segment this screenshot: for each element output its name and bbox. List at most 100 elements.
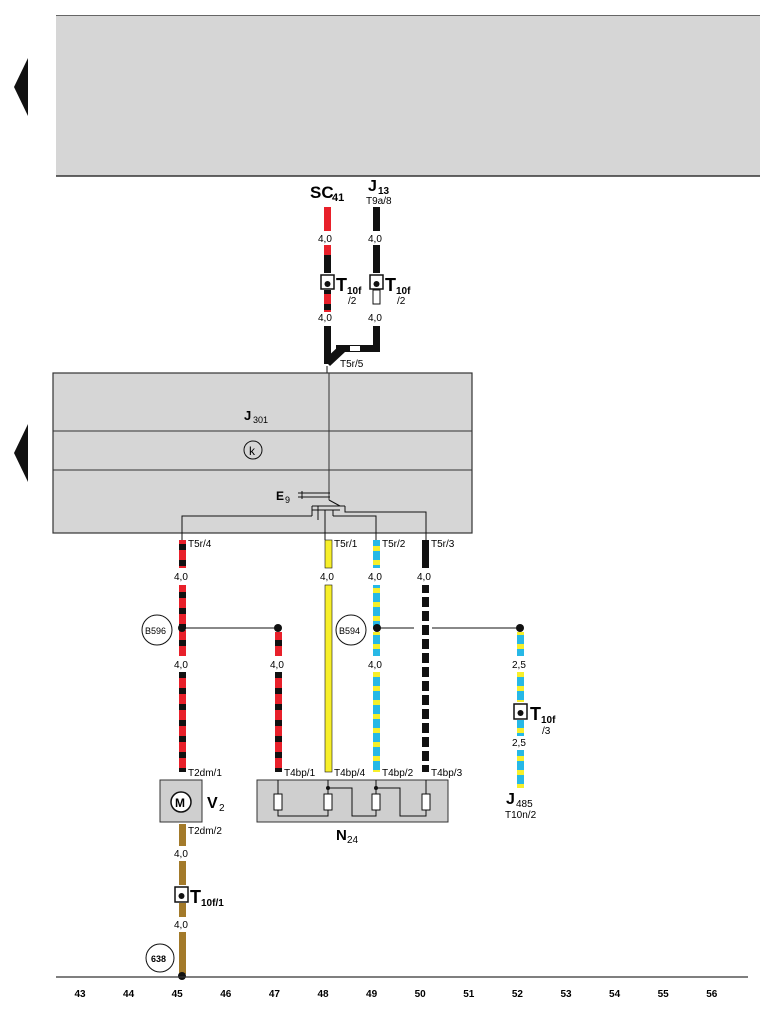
svg-text:2: 2 [219,803,225,814]
n24-series-resistor: T4bp/1 T4bp/4 T4bp/2 T4bp/3 N 24 [256,768,463,846]
svg-text:T: T [530,704,541,724]
connector-t10f-right: T 10f /2 [369,274,411,307]
svg-text:T5r/1: T5r/1 [334,539,358,550]
v2-fresh-air-blower-motor: T2dm/1 M V 2 T2dm/2 [159,768,225,837]
svg-text:T2dm/1: T2dm/1 [188,768,222,779]
svg-text:4,0: 4,0 [174,572,188,583]
svg-text:9: 9 [285,495,290,505]
scale-number: 56 [706,989,718,1000]
scale-number: 54 [609,989,621,1000]
j13-label: J 13 T9a/8 [366,178,392,207]
svg-text:/2: /2 [397,296,406,307]
splice-b596: B596 4,0 [141,614,284,772]
wire-j13: 4,0 [368,207,382,273]
pin-labels-j301: T5r/4 T5r/1 T5r/2 T5r/3 [188,539,455,550]
svg-text:4,0: 4,0 [174,920,188,931]
svg-text:T4bp/4: T4bp/4 [334,768,366,779]
svg-text:T: T [336,275,347,295]
svg-text:2,5: 2,5 [512,660,526,671]
svg-text:24: 24 [347,835,359,846]
scale-number: 45 [172,989,184,1000]
svg-text:4,0: 4,0 [368,234,382,245]
wire-j485: 2,5 T 10f /3 2,5 J 485 T10n/2 [505,632,556,821]
svg-text:10f: 10f [396,286,411,297]
svg-text:2,5: 2,5 [512,738,526,749]
svg-text:41: 41 [332,192,344,204]
svg-text:T: T [190,887,201,907]
scale-number: 43 [74,989,86,1000]
splice-b594: B594 [335,614,524,646]
scale-number: 49 [366,989,378,1000]
motor-icon [170,791,192,813]
svg-text:T4bp/1: T4bp/1 [284,768,316,779]
svg-text:/2: /2 [348,296,357,307]
continue-left-arrow-icon [14,424,28,482]
wire-t5r1: 4,0 [320,539,334,773]
wire-t5r2: 4,0 4,0 [368,540,382,772]
svg-text:13: 13 [378,186,390,197]
svg-text:k: k [249,444,256,458]
svg-text:10f: 10f [347,286,362,297]
svg-text:4,0: 4,0 [320,572,334,583]
svg-text:E: E [276,489,284,503]
svg-text:J: J [244,408,251,423]
svg-text:4,0: 4,0 [174,849,188,860]
wire-ground-brown: 4,0 T 10f/1 4,0 638 [145,824,224,980]
svg-text:T5r/3: T5r/3 [431,539,455,550]
svg-text:4,0: 4,0 [417,572,431,583]
wire-sc41-lower: 4,0 [318,290,332,364]
scale-number: 46 [220,989,232,1000]
svg-text:V: V [207,795,218,812]
svg-text:M: M [175,796,185,810]
scale-number: 52 [512,989,524,1000]
wire-t5r4: 4,0 4,0 [174,540,188,772]
e9-switch-icon [181,491,427,540]
svg-text:10f/1: 10f/1 [201,898,224,909]
ground-point-icon [178,972,186,980]
svg-text:4,0: 4,0 [368,572,382,583]
clamp-k-icon [243,440,263,460]
scale-number: 48 [317,989,329,1000]
svg-text:T: T [385,275,396,295]
svg-text:4,0: 4,0 [318,313,332,324]
scale-number: 55 [658,989,670,1000]
svg-text:4,0: 4,0 [174,660,188,671]
wire-t5r3: 4,0 [417,540,431,772]
svg-text:T2dm/2: T2dm/2 [188,826,222,837]
svg-text:N: N [336,827,347,844]
svg-text:4,0: 4,0 [318,234,332,245]
top-panel [14,15,760,177]
svg-text:T5r/2: T5r/2 [382,539,406,550]
svg-text:301: 301 [253,415,268,425]
svg-text:485: 485 [516,799,533,810]
continue-left-arrow-icon [14,58,28,116]
svg-text:T4bp/3: T4bp/3 [431,768,463,779]
svg-text:4,0: 4,0 [368,313,382,324]
scale-number: 47 [269,989,281,1000]
svg-text:SC: SC [310,183,334,202]
wire-sc41: 4,0 [318,207,332,273]
scale-number: 44 [123,989,135,1000]
svg-text:T9a/8: T9a/8 [366,196,392,207]
scale-number: 51 [463,989,475,1000]
svg-text:T4bp/2: T4bp/2 [382,768,414,779]
scale-number: 53 [560,989,572,1000]
svg-text:J: J [506,791,515,808]
svg-text:T10n/2: T10n/2 [505,810,537,821]
svg-text:638: 638 [151,954,166,964]
svg-text:T5r/5: T5r/5 [340,359,364,370]
connector-t10f-left: T 10f /2 [320,274,362,307]
scale-number: 50 [415,989,427,1000]
svg-text:4,0: 4,0 [270,660,284,671]
svg-text:T5r/4: T5r/4 [188,539,212,550]
svg-text:/3: /3 [542,726,551,737]
svg-text:B594: B594 [339,626,360,636]
current-track-scale: 43 44 45 46 47 48 49 50 51 52 53 54 55 56 [56,976,748,1000]
svg-text:J: J [368,178,377,195]
j301-control-unit: J 301 k E 9 [14,372,473,540]
svg-text:4,0: 4,0 [368,660,382,671]
svg-text:B596: B596 [145,626,166,636]
wire-j13-lower: 4,0 [324,289,382,366]
svg-text:10f: 10f [541,715,556,726]
